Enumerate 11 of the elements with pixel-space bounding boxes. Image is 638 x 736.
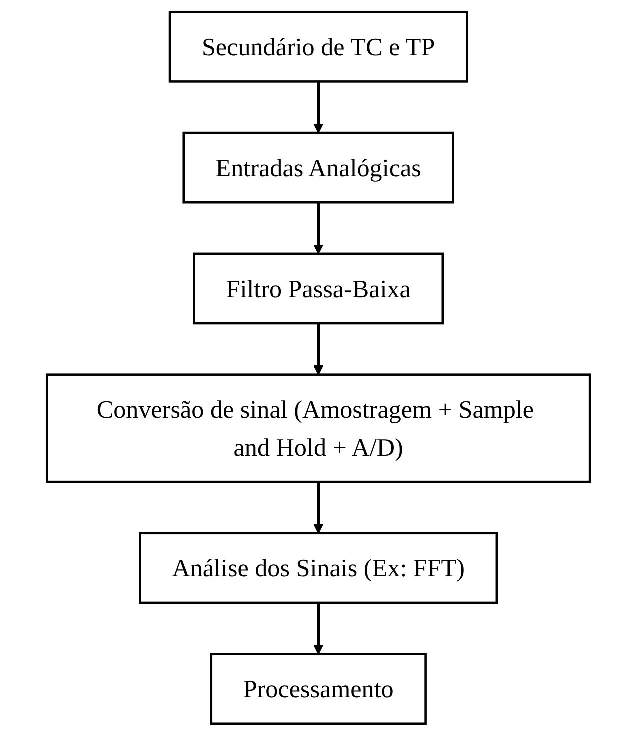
arrow (314, 482, 324, 534)
arrow (314, 602, 324, 655)
arrow (314, 82, 324, 134)
arrow (314, 324, 324, 376)
node-box: Entradas Analógicas (183, 132, 455, 204)
node-box: Processamento (210, 653, 428, 726)
node-box: Filtro Passa-Baixa (194, 252, 444, 325)
node-box: Análise dos Sinais (Ex: FFT) (140, 532, 498, 604)
node-box: Conversão de sinal (Amostragem + Sample and Hold + A/D) (46, 374, 592, 484)
node-box: Secundário de TC e TP (169, 10, 469, 83)
arrow (314, 202, 324, 254)
